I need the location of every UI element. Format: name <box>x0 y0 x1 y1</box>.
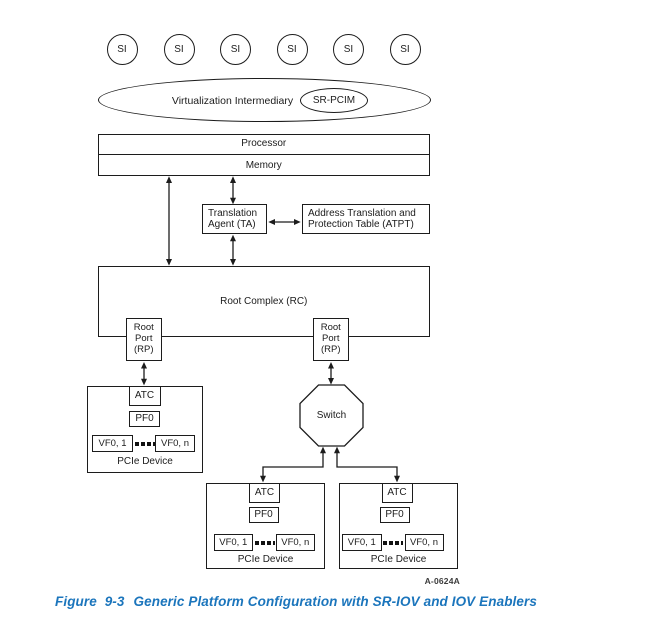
si-circle: SI <box>163 33 195 65</box>
si-label: SI <box>117 43 127 55</box>
pcie-device-2-label: PCIe Device <box>237 553 294 565</box>
atpt-text: Address Translation and Protection Table… <box>308 208 416 230</box>
pcie-device-1-atc-box: ATC <box>128 385 161 406</box>
pf0-label: PF0 <box>385 509 404 520</box>
switch-label: Switch <box>316 410 347 421</box>
pcie-device-1-label: PCIe Device <box>117 456 173 467</box>
processor-label: Processor <box>241 138 287 149</box>
pcie-device-1-vf-first-box: VF0, 1 <box>92 435 133 452</box>
pcie-device-2-vf-last-box: VF0, n <box>276 534 315 551</box>
vf-ellipsis-dots <box>254 540 275 545</box>
virtualization-intermediary-label: Virtualization Intermediary <box>171 95 294 107</box>
processor-row: Processor <box>98 134 430 155</box>
atc-label: ATC <box>254 487 275 498</box>
vf-first-label: VF0, 1 <box>219 537 248 548</box>
si-label: SI <box>343 43 354 55</box>
vf-last-label: VF0, n <box>410 537 438 548</box>
sr-pcim-ellipse: SR-PCIM <box>300 88 368 113</box>
root-complex-label: Root Complex (RC) <box>220 296 308 307</box>
pcie-device-3-vf-last-box: VF0, n <box>404 534 444 551</box>
pcie-device-2-pf0-box: PF0 <box>248 506 279 523</box>
memory-label: Memory <box>245 159 282 171</box>
si-circle: SI <box>333 33 364 65</box>
figure-caption-title: Generic Platform Configuration with SR-I… <box>133 594 537 609</box>
root-port-line3: (RP) <box>133 343 154 355</box>
atc-label: ATC <box>387 487 407 498</box>
artwork-id: A-0624A <box>424 576 460 586</box>
pcie-device-2-atc-box: ATC <box>249 482 280 503</box>
figure-caption: Figure 9-3 Generic Platform Configuration… <box>55 594 615 609</box>
pcie-device-3-atc-box: ATC <box>381 482 413 503</box>
arrowheads <box>141 176 400 483</box>
virtualization-intermediary-ellipse <box>98 78 431 122</box>
vf-first-label: VF0, 1 <box>347 537 376 548</box>
vf-ellipsis-dots <box>383 540 403 545</box>
pcie-device-3-vf-first-box: VF0, 1 <box>342 534 382 551</box>
pcie-device-1-pf0-box: PF0 <box>129 410 160 427</box>
pcie-device-1-vf-last-box: VF0, n <box>155 435 195 452</box>
translation-agent-box: Translation Agent (TA) <box>202 204 267 234</box>
figure-caption-label: Figure 9-3 <box>55 594 125 609</box>
vf-last-label: VF0, n <box>281 537 310 548</box>
processor-memory-box <box>98 133 430 176</box>
si-circle: SI <box>276 33 308 65</box>
si-circle: SI <box>389 33 421 65</box>
translation-agent-line2: Agent (TA) <box>208 219 256 230</box>
root-port-line3: (RP) <box>320 343 341 355</box>
translation-agent-text: Translation Agent (TA) <box>208 208 257 230</box>
si-label: SI <box>174 43 184 55</box>
root-port-right-box: Root Port (RP) <box>313 318 349 361</box>
vf-first-label: VF0, 1 <box>98 438 127 449</box>
si-label: SI <box>230 43 241 55</box>
root-port-left-box: Root Port (RP) <box>126 318 162 361</box>
atpt-box: Address Translation and Protection Table… <box>302 204 430 234</box>
si-label: SI <box>287 43 297 55</box>
pcie-device-2-vf-first-box: VF0, 1 <box>213 534 253 551</box>
atpt-line1: Address Translation and <box>308 208 416 219</box>
translation-agent-line1: Translation <box>208 208 258 219</box>
memory-row: Memory <box>98 155 430 176</box>
vf-last-label: VF0, n <box>161 438 189 449</box>
si-circle: SI <box>106 33 138 65</box>
sr-pcim-label: SR-PCIM <box>312 95 356 106</box>
atc-label: ATC <box>134 390 155 401</box>
atpt-line2: Protection Table (ATPT) <box>308 219 414 230</box>
root-port-line1: Root <box>133 322 154 334</box>
pcie-device-3-label: PCIe Device <box>370 553 427 565</box>
pcie-device-3-pf0-box: PF0 <box>379 506 410 523</box>
pf0-label: PF0 <box>135 413 154 424</box>
vf-ellipsis-dots <box>134 441 155 446</box>
si-circle: SI <box>220 33 251 65</box>
si-label: SI <box>400 43 410 55</box>
root-port-line2: Port <box>322 333 340 345</box>
root-port-line2: Port <box>135 333 153 345</box>
pf0-label: PF0 <box>254 509 273 520</box>
root-port-line1: Root <box>320 322 341 334</box>
